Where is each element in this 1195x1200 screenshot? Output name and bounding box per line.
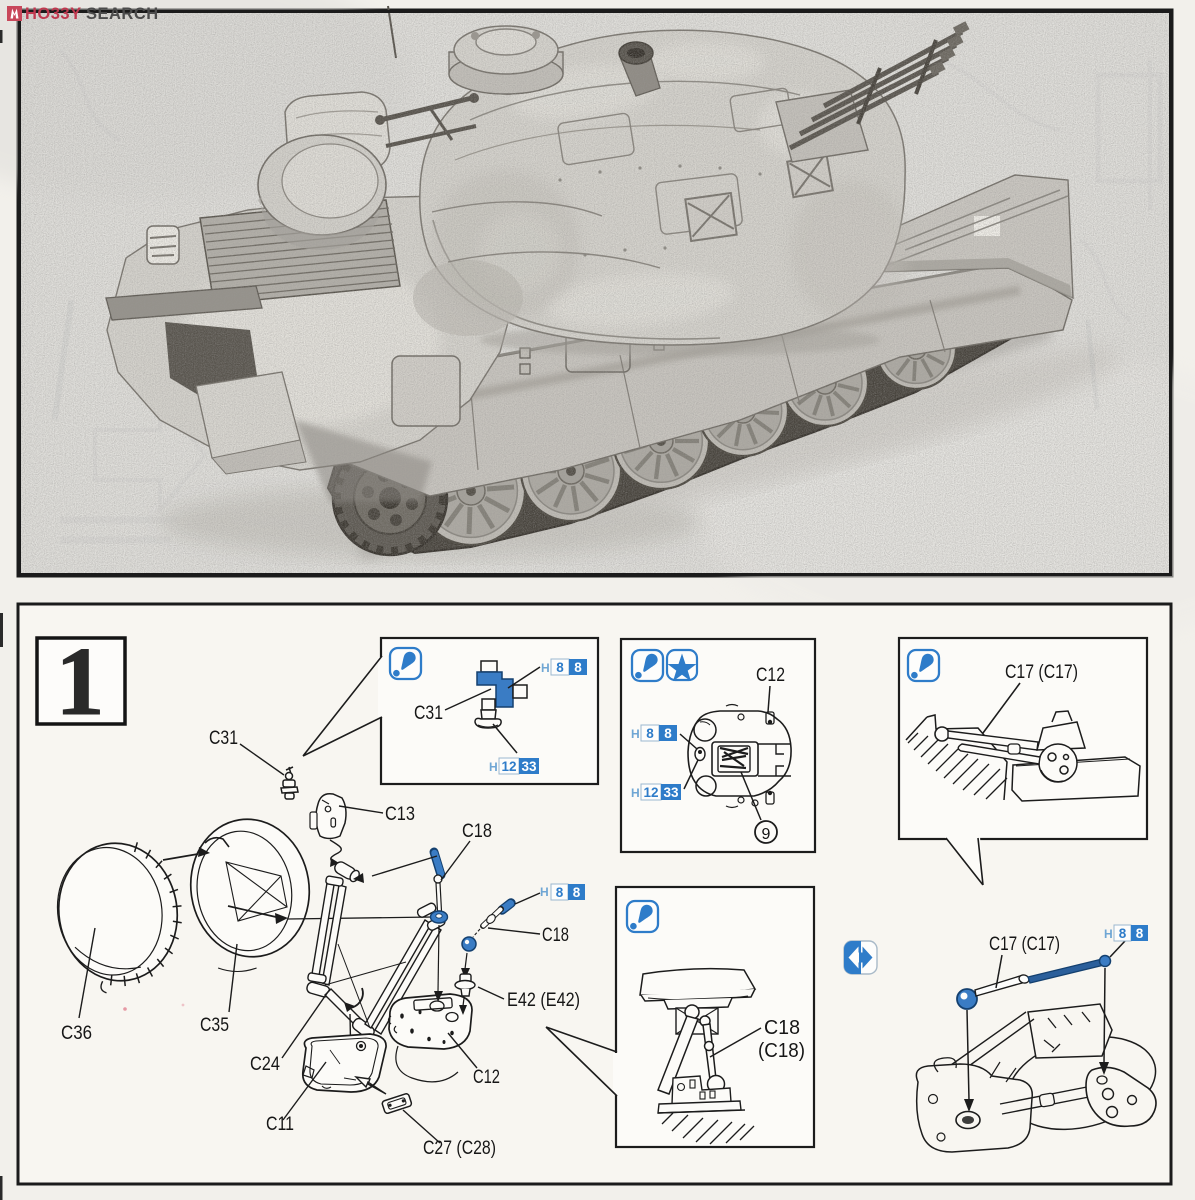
svg-text:33: 33 <box>663 785 679 800</box>
svg-text:C12: C12 <box>756 665 785 686</box>
svg-text:1: 1 <box>56 628 105 736</box>
svg-text:8: 8 <box>1119 926 1127 941</box>
svg-text:C36: C36 <box>61 1023 92 1044</box>
svg-text:HO33Y: HO33Y <box>25 5 82 23</box>
svg-text:C17 (C17): C17 (C17) <box>989 934 1060 955</box>
svg-text:SEARCH: SEARCH <box>86 5 159 23</box>
svg-text:(C18): (C18) <box>758 1040 805 1062</box>
svg-text:C35: C35 <box>200 1015 229 1036</box>
svg-text:8: 8 <box>664 726 672 741</box>
svg-text:H: H <box>1104 927 1113 941</box>
svg-text:8: 8 <box>1136 926 1144 941</box>
svg-text:C18: C18 <box>542 925 569 946</box>
svg-text:H: H <box>489 760 498 774</box>
svg-text:33: 33 <box>521 759 537 774</box>
svg-text:C12: C12 <box>473 1067 500 1088</box>
svg-text:E42 (E42): E42 (E42) <box>507 990 580 1011</box>
svg-text:8: 8 <box>574 660 582 675</box>
svg-text:9: 9 <box>762 826 771 843</box>
svg-text:C11: C11 <box>266 1114 294 1135</box>
svg-text:12: 12 <box>501 759 516 774</box>
svg-text:C31: C31 <box>414 703 443 724</box>
svg-text:C18: C18 <box>462 821 492 842</box>
svg-text:8: 8 <box>646 726 654 741</box>
svg-text:H: H <box>631 727 640 741</box>
svg-text:C24: C24 <box>250 1054 280 1075</box>
svg-text:8: 8 <box>573 885 581 900</box>
svg-text:C27 (C28): C27 (C28) <box>423 1138 496 1159</box>
svg-text:8: 8 <box>556 660 564 675</box>
svg-text:C13: C13 <box>385 804 415 825</box>
svg-text:H: H <box>541 661 550 675</box>
svg-text:H: H <box>631 786 640 800</box>
svg-text:C31: C31 <box>209 728 238 749</box>
svg-text:C18: C18 <box>764 1017 800 1039</box>
svg-text:12: 12 <box>643 785 658 800</box>
svg-text:C17 (C17): C17 (C17) <box>1005 662 1078 683</box>
svg-text:8: 8 <box>556 885 564 900</box>
svg-text:H: H <box>540 885 549 899</box>
